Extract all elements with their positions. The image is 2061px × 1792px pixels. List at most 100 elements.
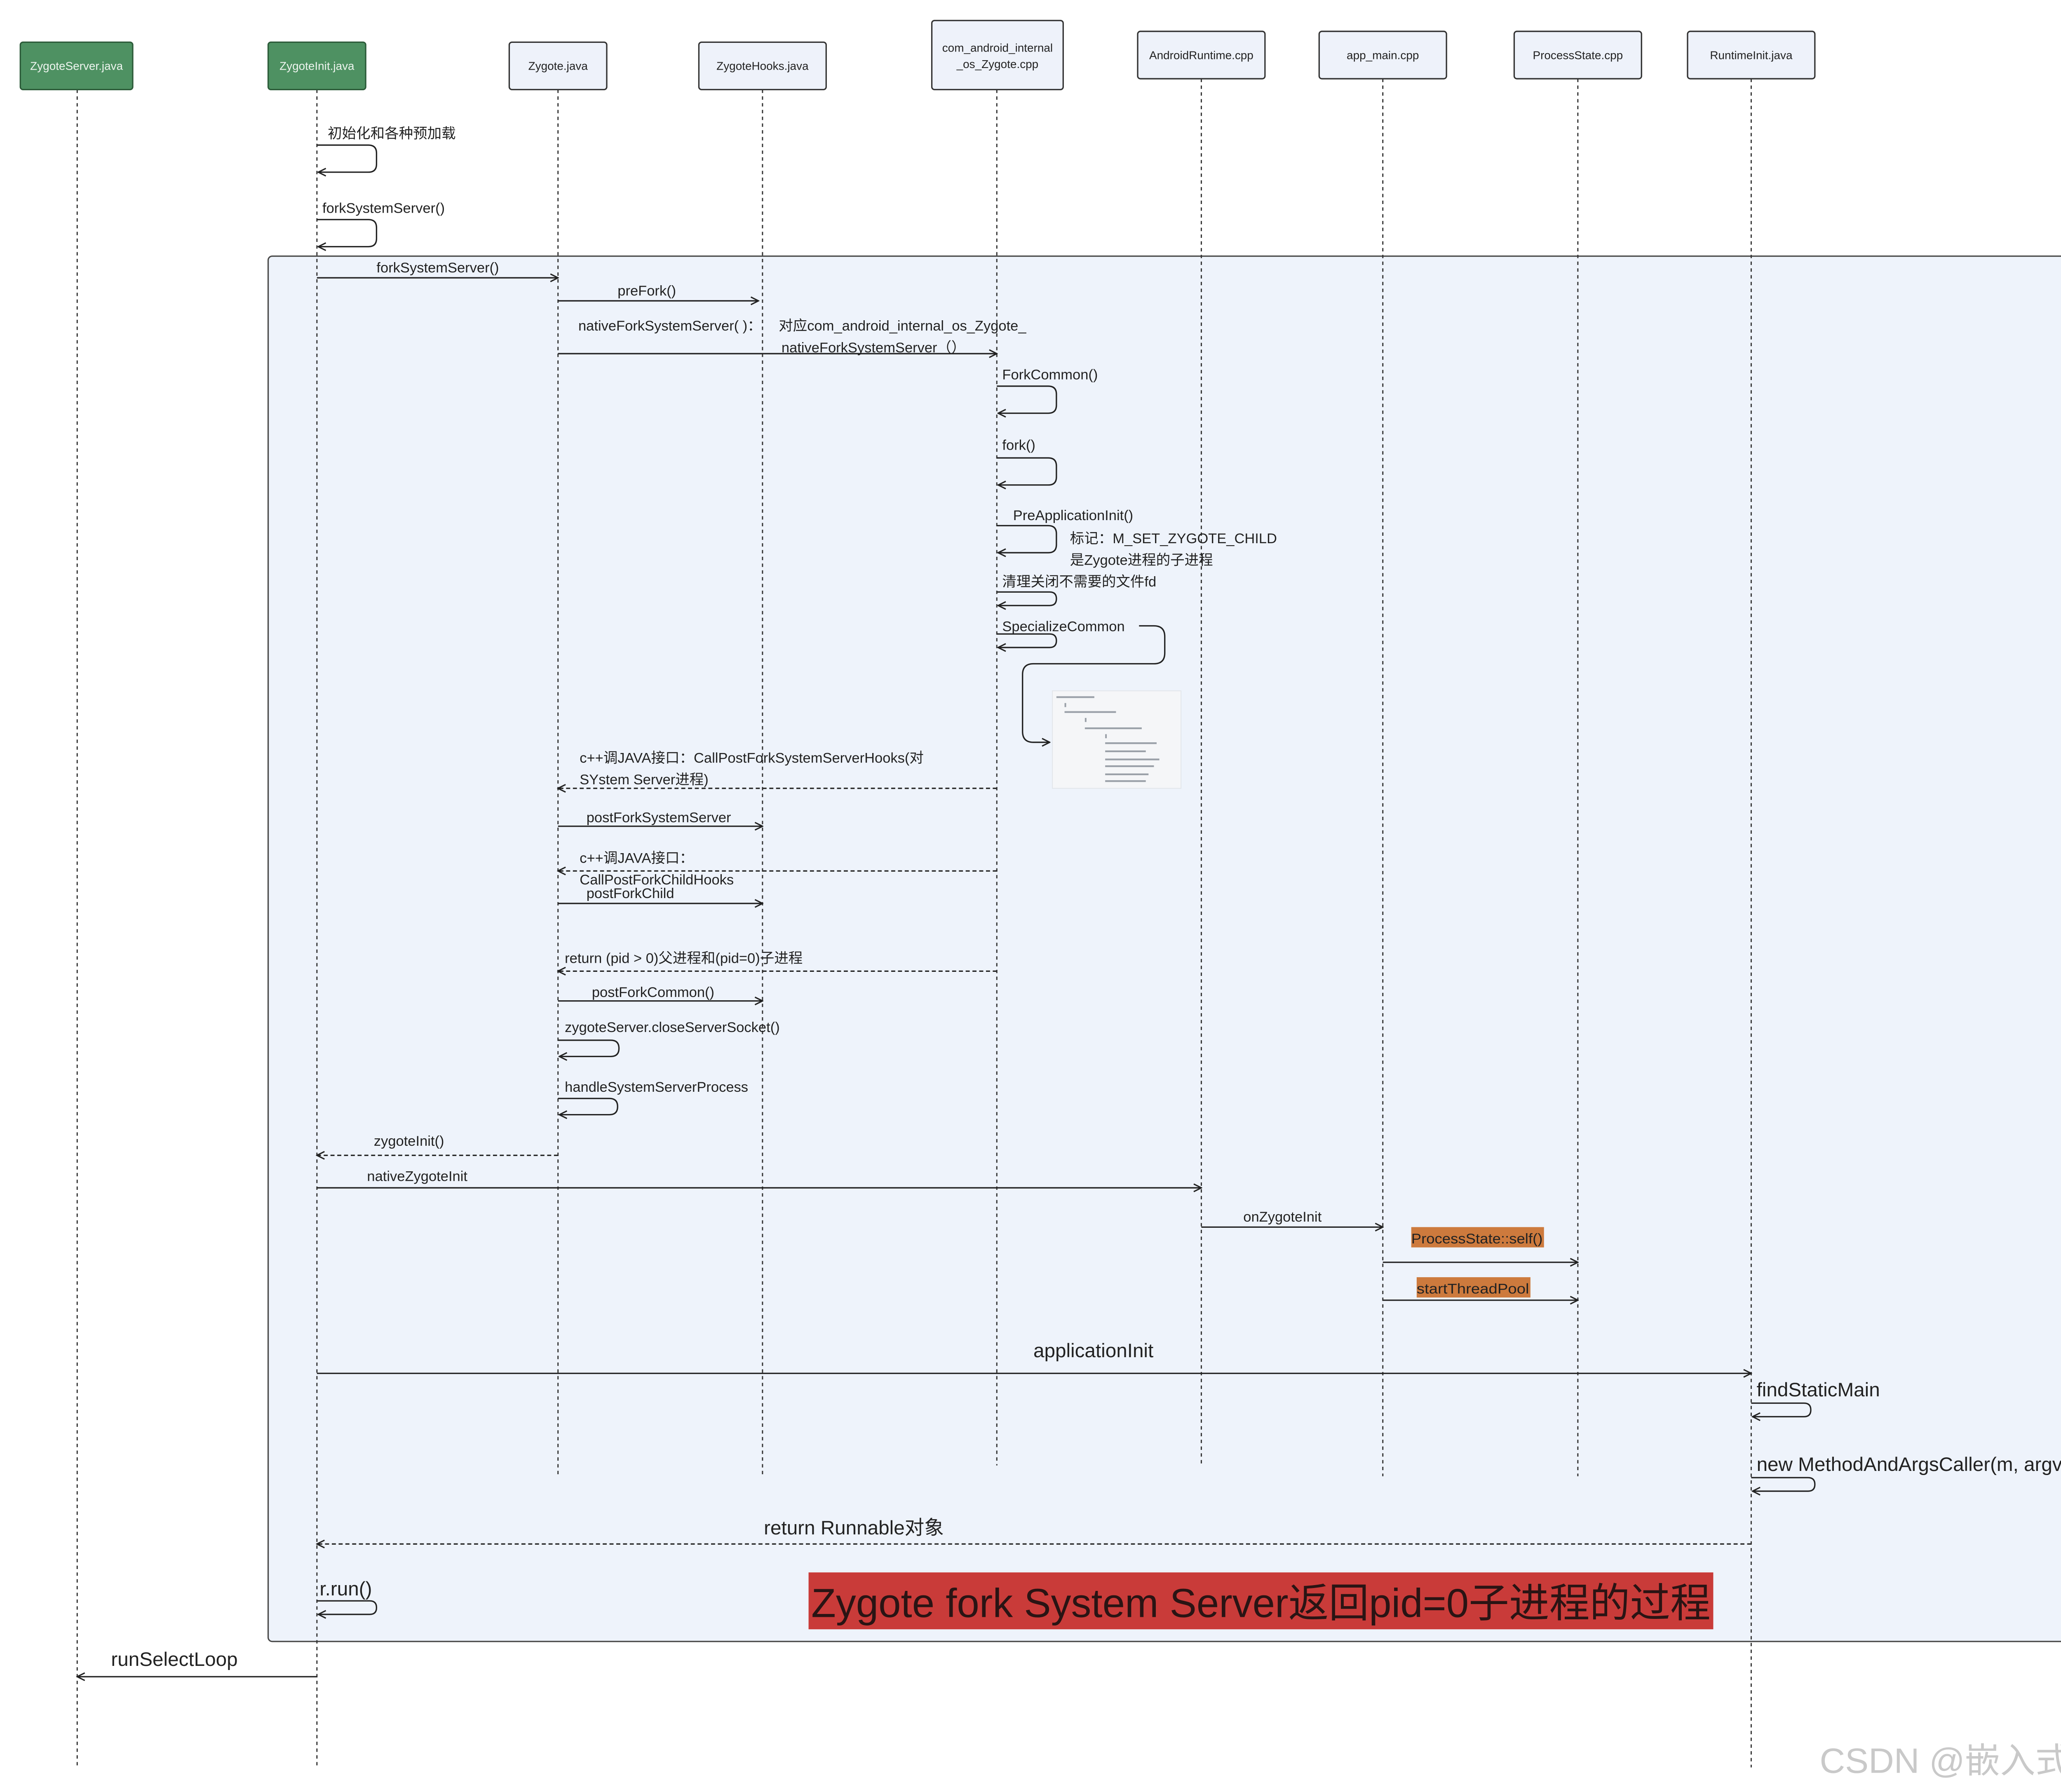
participant-zygoteserver: ZygoteServer.java bbox=[19, 41, 134, 91]
message-label: postForkSystemServer bbox=[587, 810, 731, 826]
message-fork-common: ForkCommon() bbox=[997, 367, 1098, 413]
message-close-server-socket: zygoteServer.closeServerSocket() bbox=[558, 1020, 780, 1056]
participant-box bbox=[19, 41, 134, 91]
frame-title-background bbox=[808, 1572, 1714, 1630]
message-label: SYstem Server进程) bbox=[580, 772, 708, 788]
message-post-fork-system-server: postForkSystemServer bbox=[558, 810, 763, 826]
participant-label: ProcessState.cpp bbox=[1533, 49, 1623, 61]
thumbnail-background bbox=[1052, 690, 1182, 789]
message-label: 清理关闭不需要的文件fd bbox=[1002, 574, 1156, 590]
message-run-select-loop: runSelectLoop bbox=[77, 1649, 317, 1677]
participant-zygote-cpp: com_android_internal _os_Zygote.cpp bbox=[931, 20, 1064, 91]
message-label: PreApplicationInit() bbox=[1013, 508, 1133, 523]
message-post-fork-common: postForkCommon() bbox=[558, 985, 763, 1001]
message-label: zygoteInit() bbox=[374, 1133, 444, 1149]
participant-label: ZygoteServer.java bbox=[30, 60, 123, 73]
participant-label: RuntimeInit.java bbox=[1710, 49, 1793, 61]
message-label: return (pid > 0)父进程和(pid=0)子进程 bbox=[565, 951, 803, 966]
participant-box bbox=[267, 41, 366, 91]
message-handle-system-server-process: handleSystemServerProcess bbox=[558, 1079, 748, 1115]
thumbnail-line bbox=[1056, 696, 1094, 698]
message-label: SpecializeCommon bbox=[1002, 619, 1124, 635]
self-call-loop bbox=[997, 591, 1057, 605]
self-call-loop bbox=[558, 1039, 620, 1056]
message-native-zygote-init: nativeZygoteInit bbox=[317, 1169, 1202, 1188]
message-label: 对应com_android_internal_os_Zygote_ bbox=[779, 318, 1026, 334]
participant-label: AndroidRuntime.cpp bbox=[1149, 49, 1254, 61]
message-specialize-common: SpecializeCommon bbox=[997, 619, 1166, 743]
label-highlight bbox=[1416, 1277, 1530, 1298]
participant-box bbox=[508, 41, 608, 91]
message-label: postForkCommon() bbox=[592, 985, 714, 1000]
thumbnail-line bbox=[1105, 750, 1146, 753]
message-label: 初始化和各种预加载 bbox=[328, 126, 455, 142]
annotation-label: 是Zygote进程的子进程 bbox=[1070, 553, 1213, 568]
message-new-method-and-args-caller: new MethodAndArgsCaller(m, argv) bbox=[1751, 1454, 2061, 1491]
participant-zygotehooks: ZygoteHooks.java bbox=[698, 41, 827, 91]
message-label: return Runnable对象 bbox=[764, 1517, 944, 1539]
combined-fragment-frame bbox=[267, 255, 2061, 1642]
message-label: fork() bbox=[1002, 437, 1035, 453]
message-native-fork-system-server: nativeForkSystemServer( )： 对应com_android… bbox=[558, 318, 1026, 356]
message-prefork: preFork() bbox=[558, 283, 758, 301]
message-zygote-init: zygoteInit() bbox=[317, 1133, 558, 1155]
self-call-loop bbox=[997, 457, 1057, 485]
participant-box bbox=[698, 41, 827, 91]
participant-box bbox=[931, 20, 1064, 91]
message-close-fds: 清理关闭不需要的文件fd bbox=[997, 574, 1156, 605]
message-post-fork-child-hooks: c++调JAVA接口： CallPostForkChildHooks bbox=[558, 851, 997, 888]
message-fork-system-server-self: forkSystemServer() bbox=[317, 200, 445, 246]
message-label: zygoteServer.closeServerSocket() bbox=[565, 1020, 780, 1035]
message-label: preFork() bbox=[617, 283, 676, 299]
message-label: forkSystemServer() bbox=[322, 200, 445, 216]
participant-label: ZygoteHooks.java bbox=[716, 60, 809, 73]
message-post-fork-child: postForkChild bbox=[558, 886, 763, 903]
connector-arrow bbox=[1022, 625, 1166, 743]
message-return-pid: return (pid > 0)父进程和(pid=0)子进程 bbox=[558, 951, 997, 971]
message-label: onZygoteInit bbox=[1243, 1209, 1322, 1225]
message-label: startThreadPool bbox=[1417, 1281, 1529, 1297]
self-call-loop bbox=[997, 385, 1057, 413]
thumbnail-line bbox=[1105, 734, 1107, 739]
message-start-thread-pool: startThreadPool bbox=[1383, 1277, 1578, 1300]
participant-app-main: app_main.cpp bbox=[1318, 30, 1447, 80]
message-label: nativeForkSystemServer( )： bbox=[578, 318, 762, 334]
message-fork-system-server: forkSystemServer() bbox=[317, 260, 558, 278]
self-call-loop bbox=[1751, 1402, 1812, 1417]
participant-label: _os_Zygote.cpp bbox=[956, 58, 1039, 70]
participant-label: ZygoteInit.java bbox=[279, 60, 354, 73]
self-call-loop bbox=[317, 144, 378, 172]
frame-title-text: Zygote fork System Server返回pid=0子进程的过程 bbox=[811, 1581, 1711, 1626]
message-pre-application-init: PreApplicationInit() 标记：M_SET_ZYGOTE_CHI… bbox=[997, 508, 1277, 568]
participant-label: app_main.cpp bbox=[1347, 49, 1419, 61]
message-application-init: applicationInit bbox=[317, 1340, 1751, 1373]
message-label: applicationInit bbox=[1033, 1340, 1153, 1362]
self-call-loop bbox=[317, 219, 378, 247]
annotation-label: 标记：M_SET_ZYGOTE_CHILD bbox=[1070, 531, 1277, 547]
thumbnail-line bbox=[1105, 765, 1154, 767]
participant-label: Zygote.java bbox=[528, 60, 588, 73]
message-label: CallPostForkChildHooks bbox=[580, 872, 734, 888]
participant-box bbox=[1687, 30, 1816, 80]
participant-processstate: ProcessState.cpp bbox=[1513, 30, 1642, 80]
message-find-static-main: findStaticMain bbox=[1751, 1379, 1880, 1417]
message-label: nativeZygoteInit bbox=[367, 1169, 467, 1185]
thumbnail-line bbox=[1105, 758, 1160, 760]
message-label: new MethodAndArgsCaller(m, argv) bbox=[1757, 1454, 2061, 1475]
self-call-loop bbox=[1751, 1477, 1816, 1491]
message-fork: fork() bbox=[997, 437, 1057, 485]
participant-zygote: Zygote.java bbox=[508, 41, 608, 91]
message-label: c++调JAVA接口： bbox=[580, 851, 694, 866]
thumbnail-line bbox=[1105, 780, 1146, 782]
thumbnail-line bbox=[1064, 711, 1116, 713]
message-label: r.run() bbox=[319, 1578, 372, 1600]
message-label: runSelectLoop bbox=[111, 1649, 237, 1670]
participant-box bbox=[1318, 30, 1447, 80]
thumbnail-line bbox=[1084, 727, 1142, 729]
self-call-loop bbox=[317, 1600, 378, 1614]
thumbnail-line bbox=[1105, 742, 1157, 744]
message-label: postForkChild bbox=[587, 886, 674, 901]
participant-box bbox=[1513, 30, 1642, 80]
thumbnail-line bbox=[1105, 773, 1149, 775]
frame-title: Zygote fork System Server返回pid=0子进程的过程 bbox=[808, 1572, 1714, 1630]
